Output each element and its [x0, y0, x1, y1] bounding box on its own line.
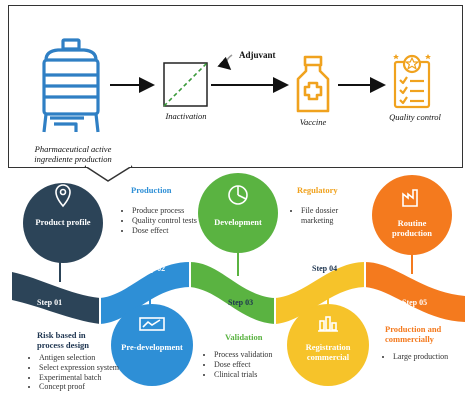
- regulatory-heading: Regulatory: [297, 185, 338, 195]
- pie-chart-icon: [228, 185, 248, 205]
- pre-development-circle: [111, 304, 193, 386]
- wave-segment-navy: [12, 272, 100, 324]
- wave-segment-blue: [100, 262, 190, 324]
- location-pin-icon: [55, 184, 71, 208]
- wave-segment-yellow: [275, 262, 365, 324]
- adjuvant-label: Adjuvant: [239, 50, 276, 60]
- production-commercially-heading: Production and commercially: [385, 324, 442, 344]
- bar-chart-icon: [318, 316, 338, 332]
- risk-heading: Risk based in process design: [37, 330, 90, 350]
- list-item: Antigen selection: [39, 353, 119, 363]
- step-02-label: Step 02: [140, 264, 166, 273]
- wave-segment-orange: [365, 262, 465, 322]
- list-item: Dose effect: [214, 360, 296, 370]
- regulatory-list: File dossier marketing: [292, 206, 369, 226]
- step-01-label: Step 01: [37, 298, 63, 307]
- chart-board-icon: [139, 317, 165, 331]
- routine-production-title: Routine production: [392, 218, 432, 238]
- list-item: Clinical trials: [214, 370, 296, 380]
- list-item: Dose effect: [132, 226, 210, 236]
- list-item: Large production: [393, 352, 474, 362]
- risk-list: Antigen selection Select expression syst…: [30, 353, 119, 392]
- bioreactor-icon: [42, 38, 100, 133]
- registration-circle: [287, 304, 369, 386]
- list-item: Produce process: [132, 206, 210, 216]
- list-item: Concept proof: [39, 382, 119, 392]
- inactivation-label: Inactivation: [165, 111, 207, 121]
- routine-production-circle: [372, 175, 452, 255]
- production-heading: Production: [131, 185, 172, 195]
- api-label: Pharmaceutical active ingrediente produc…: [34, 144, 112, 164]
- box-pointer: [84, 164, 133, 182]
- list-item: Process validation: [214, 350, 296, 360]
- validation-heading: Validation: [225, 332, 263, 342]
- factory-icon: [402, 189, 418, 207]
- validation-list: Process validation Dose effect Clinical …: [205, 350, 296, 379]
- flow-arrows: [110, 54, 386, 93]
- development-circle: [198, 173, 278, 253]
- product-profile-circle: [23, 183, 103, 263]
- vaccine-vial-icon: [296, 55, 330, 113]
- step-04-label: Step 04: [312, 264, 338, 273]
- inactivation-square: [163, 62, 208, 107]
- step-03-label: Step 03: [228, 298, 254, 307]
- list-item: Experimental batch: [39, 373, 119, 383]
- quality-control-label: Quality control: [389, 112, 441, 122]
- registration-title: Registration commercial: [305, 342, 351, 362]
- list-item: File dossier marketing: [301, 206, 369, 226]
- pre-development-title: Pre-development: [121, 342, 183, 352]
- list-item: Quality control tests: [132, 216, 210, 226]
- wave-segment-green: [190, 262, 275, 324]
- step-05-label: Step 05: [402, 298, 428, 307]
- production-commercially-list: Large production: [384, 352, 474, 362]
- vaccine-label: Vaccine: [299, 117, 327, 127]
- production-list: Produce process Quality control tests Do…: [123, 206, 210, 235]
- list-item: Select expression system: [39, 363, 119, 373]
- quality-control-icon: [393, 54, 431, 109]
- product-profile-title: Product profile: [35, 217, 91, 227]
- development-title: Development: [214, 217, 262, 227]
